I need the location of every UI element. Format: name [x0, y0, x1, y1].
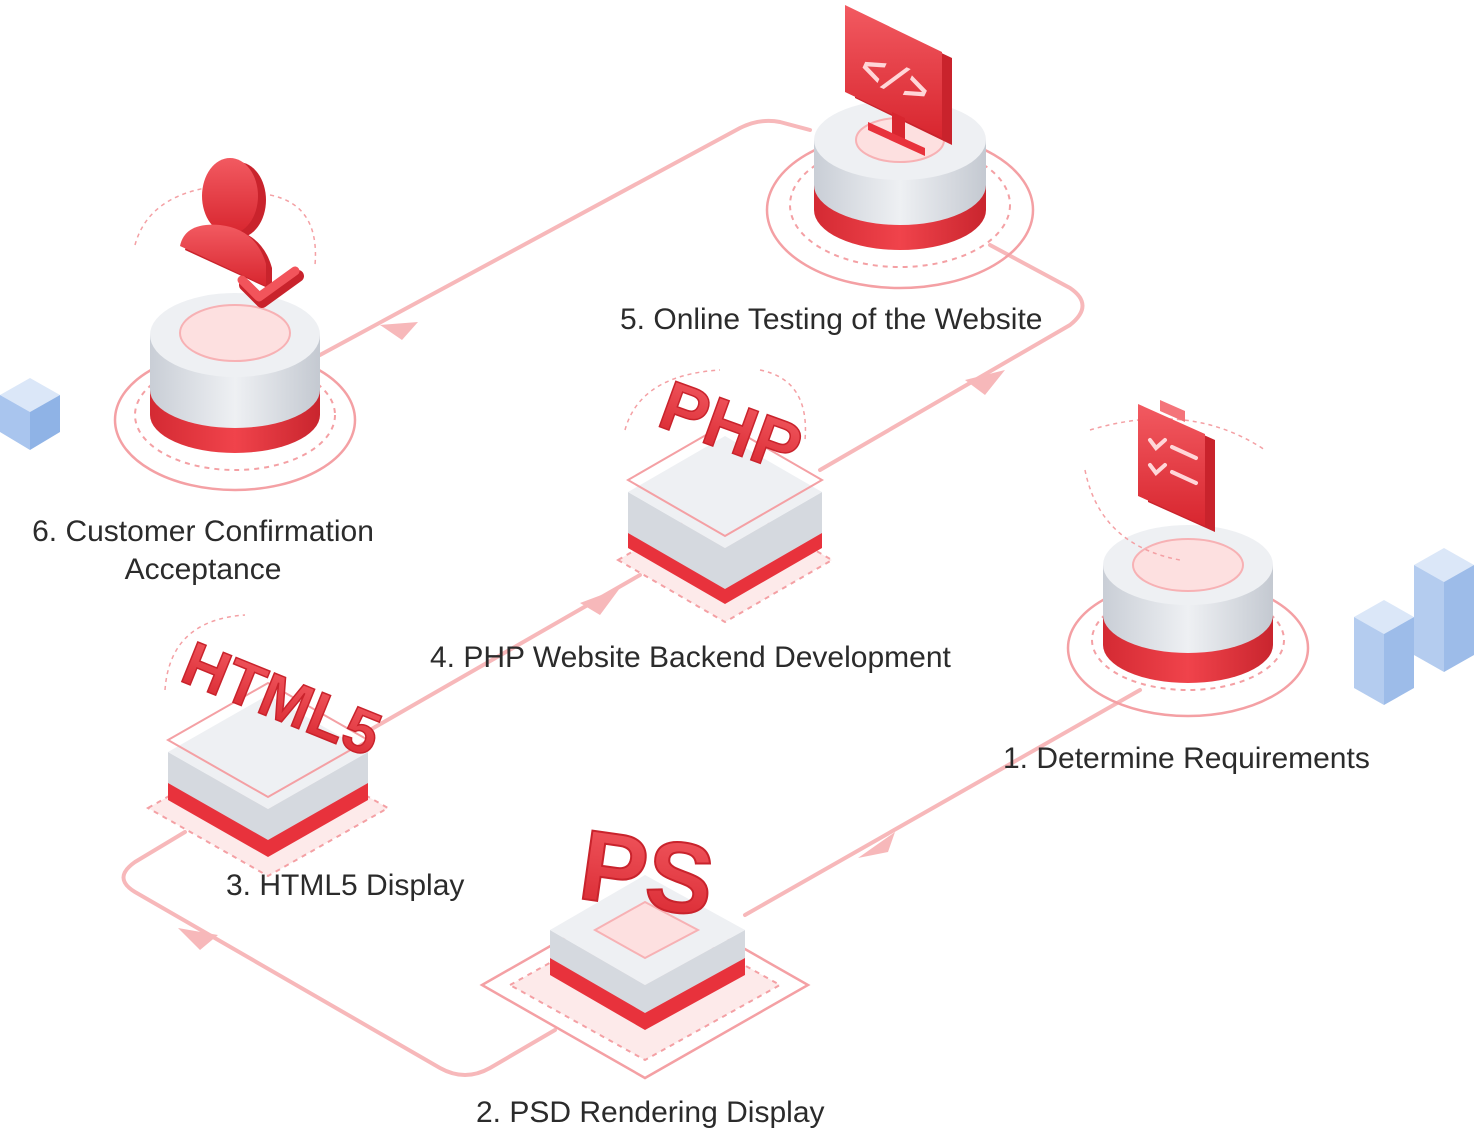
arrow-to-step5 — [965, 370, 1005, 395]
arrow-to-step2 — [858, 832, 895, 858]
step3-platform — [145, 614, 391, 878]
path-2-to-3 — [121, 830, 557, 1077]
blue-cube-left — [0, 378, 60, 450]
step1-platform — [1066, 418, 1310, 718]
arrow-to-step4 — [580, 588, 620, 615]
step3-label: 3. HTML5 Display — [226, 869, 465, 902]
step1-label: 1. Determine Requirements — [1003, 742, 1370, 775]
step6-label: 6. Customer Confirmation Acceptance — [8, 513, 398, 589]
arrow-to-step6 — [380, 322, 418, 340]
step4-platform — [616, 369, 834, 624]
ps-logo-icon: PS — [573, 809, 721, 938]
blue-cube-right-short — [1354, 600, 1414, 705]
step4-label: 4. PHP Website Backend Development — [430, 641, 951, 674]
arrow-to-step3 — [178, 928, 218, 950]
blue-cube-right-tall — [1414, 548, 1474, 672]
step2-platform — [479, 875, 811, 1080]
code-monitor-icon: </> — [845, 5, 952, 156]
step5-label: 5. Online Testing of the Website — [620, 303, 1043, 336]
flow-path — [121, 118, 1142, 1077]
path-1-to-2 — [743, 688, 1142, 917]
user-check-icon — [180, 158, 304, 308]
path-4-to-5 — [818, 243, 1085, 472]
path-5-to-6 — [318, 118, 812, 357]
step6-label-line2: Acceptance — [124, 553, 282, 586]
checklist-icon — [1138, 400, 1215, 532]
flow-arrows — [178, 322, 1005, 950]
step2-label: 2. PSD Rendering Display — [476, 1096, 825, 1129]
step6-platform — [113, 184, 357, 492]
step6-label-line1: 6. Customer Confirmation — [32, 515, 374, 548]
